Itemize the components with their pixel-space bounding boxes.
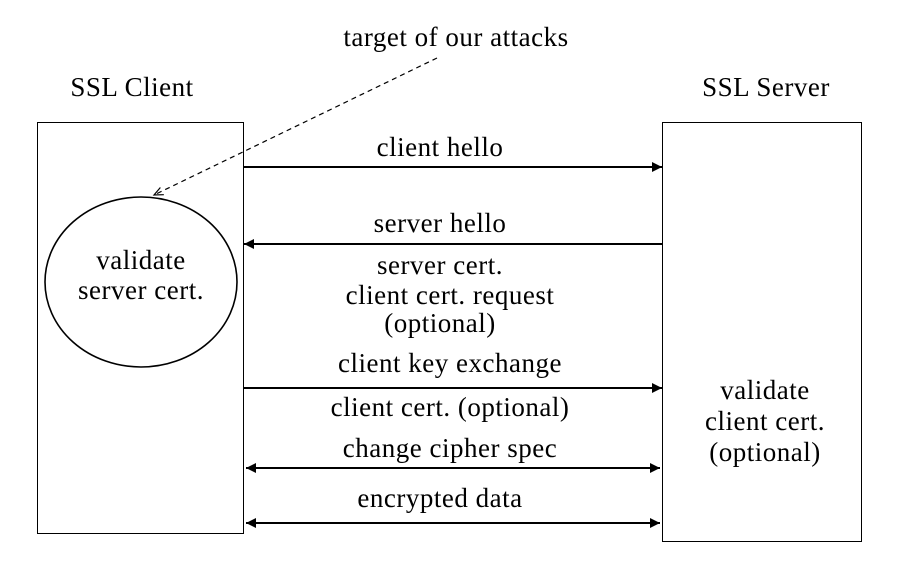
validate-server-cert-circle: [44, 196, 238, 368]
server-cert-label: server cert.: [377, 250, 503, 280]
encrypted-data-label: encrypted data: [357, 483, 523, 513]
ssl-client-title: SSL Client: [70, 72, 194, 102]
server-hello-label: server hello: [373, 208, 507, 238]
validate-server-cert-line1: validate: [96, 245, 186, 275]
client-key-exchange-label: client key exchange: [338, 348, 562, 378]
ssl-client-box: [37, 122, 244, 534]
validate-client-cert-line2: client cert.: [705, 406, 825, 436]
validate-server-cert-line2: server cert.: [78, 275, 204, 305]
ssl-server-title: SSL Server: [702, 72, 830, 102]
client-hello-label: client hello: [376, 132, 504, 162]
client-cert-optional-label: client cert. (optional): [330, 392, 570, 422]
client-cert-request-optional-label: (optional): [384, 308, 496, 338]
ssl-server-box: [662, 122, 862, 542]
validate-client-cert-line3: (optional): [709, 437, 821, 467]
attack-target-pointer: [152, 57, 438, 196]
validate-client-cert-line1: validate: [720, 375, 810, 405]
change-cipher-spec-label: change cipher spec: [342, 433, 558, 463]
client-cert-request-label: client cert. request: [345, 280, 555, 310]
attack-target-annotation: target of our attacks: [343, 22, 569, 52]
